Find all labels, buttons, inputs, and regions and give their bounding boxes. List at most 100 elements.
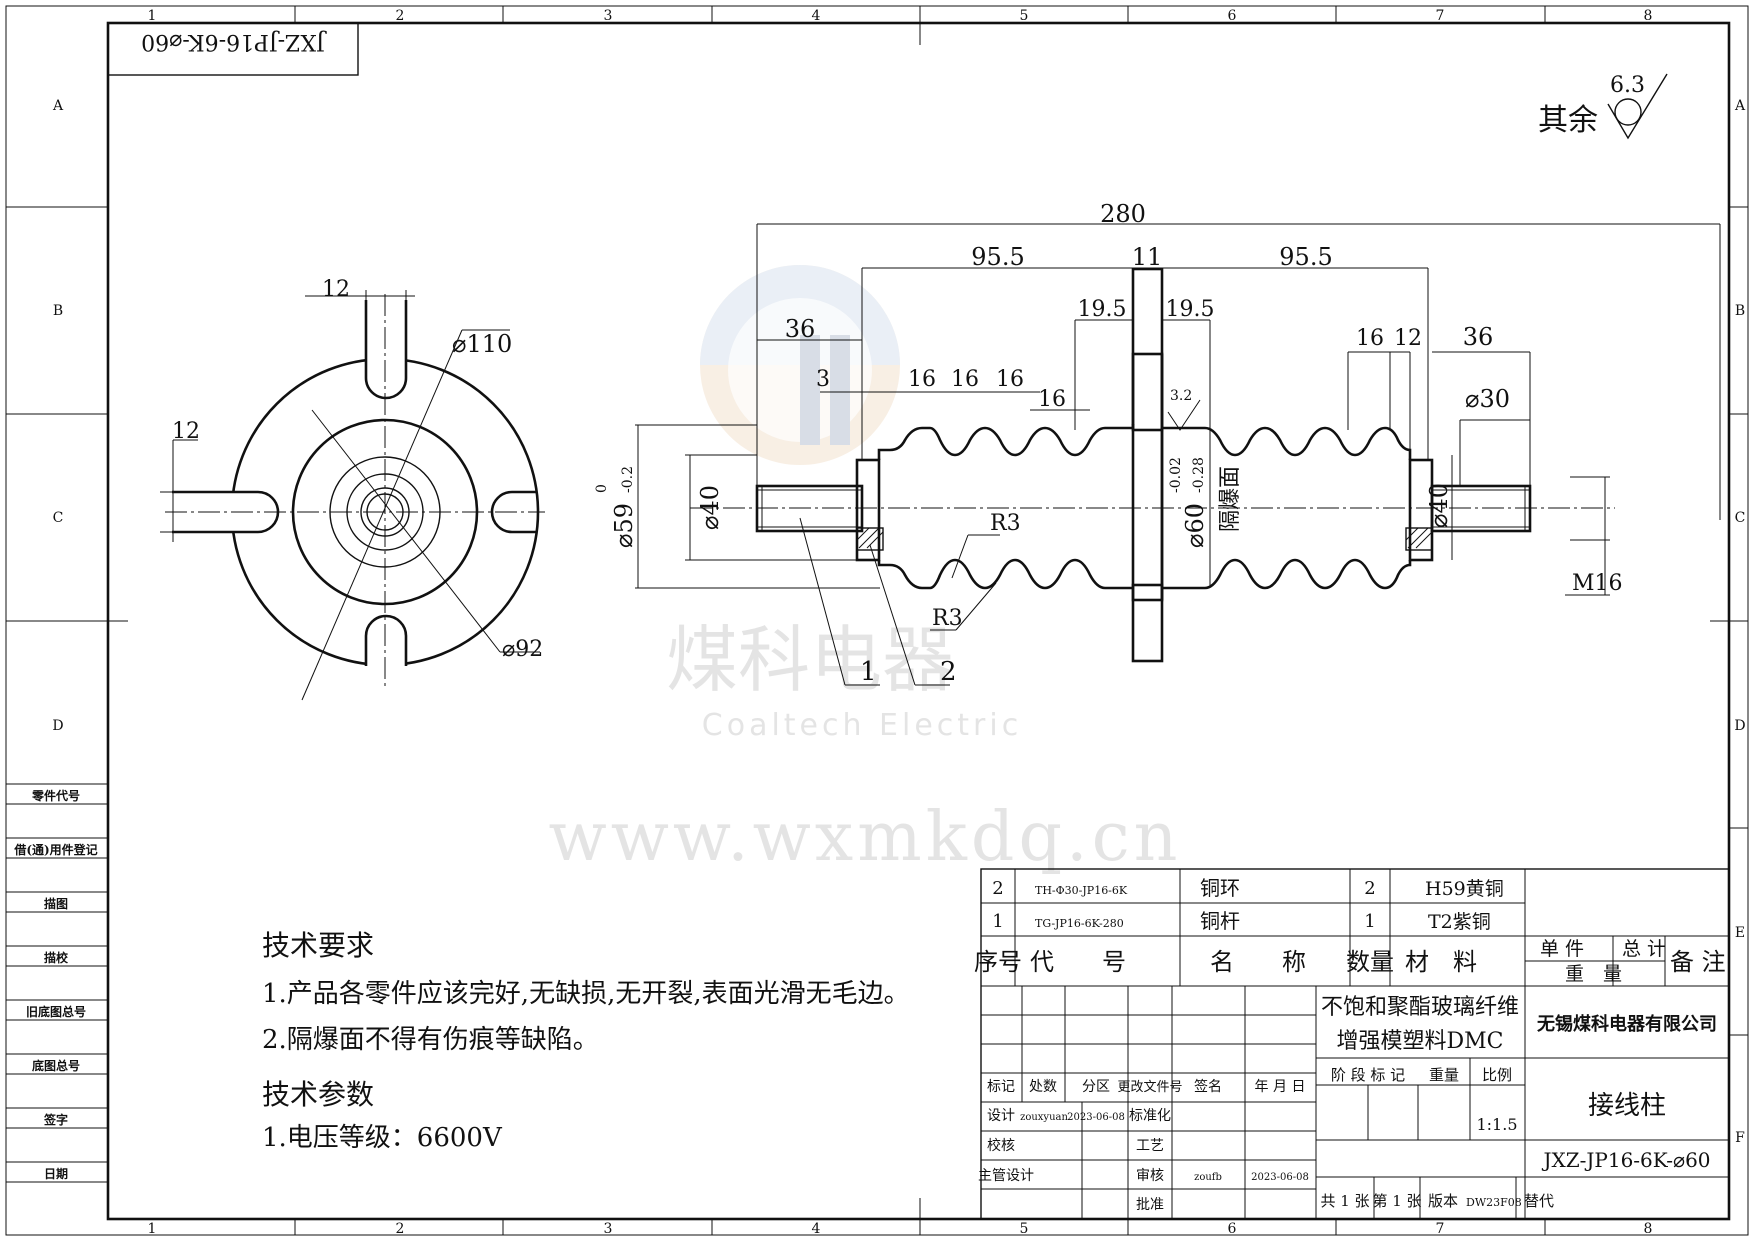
reviewer-name: zoufb [1194,1172,1222,1183]
register-label: 日期 [44,1166,68,1181]
end-view: 12 12 ⌀110 ⌀92 [160,277,545,701]
role-review: 审核 [1136,1168,1164,1184]
col-label: 6 [1228,1221,1237,1237]
dim-pitch: 16 [996,367,1024,392]
bom-material: T2紫铜 [1428,911,1491,933]
dim-dia-60-lower: -0.28 [1191,457,1207,493]
tech-req-item: 1.产品各零件应该完好,无缺损,无开裂,表面光滑无毛边。 [262,979,910,1009]
dim-dia-59: ⌀59 0 -0.2 [594,466,638,548]
register-label: 底图总号 [32,1058,80,1073]
bom-header-unit: 单 件 [1540,938,1584,960]
row-label: B [53,303,63,319]
balloon-1: 1 [860,657,877,687]
bom-header-material: 材 料 [1405,948,1477,976]
part-name: 接线柱 [1588,1091,1666,1121]
register-label: 借(通)用件登记 [13,842,97,857]
register-label: 签字 [43,1112,68,1127]
version-label: 版本 [1428,1192,1458,1210]
row-label: C [53,510,64,526]
bom-seq: 2 [992,878,1003,899]
bom-name: 铜杆 [1200,909,1240,933]
replace-label: 替代 [1524,1192,1554,1210]
title-block: 2 TH-Φ30-JP16-6K 铜环 2 H59黄铜 1 TG-JP16-6K… [974,868,1730,1220]
col-label: 1 [148,1221,157,1237]
role-design: 设计 [987,1108,1015,1124]
watermark-brand-en: Coaltech Electric [702,708,1022,743]
scale-value: 1:1.5 [1476,1115,1517,1134]
row-label: B [1735,303,1745,319]
role-chief: 主管设计 [978,1168,1034,1184]
watermark: 煤科电器 Coaltech Electric www.wxmkdq.cn [549,265,1177,877]
role-std: 标准化 [1129,1108,1171,1124]
bom-header-code: 代 号 [1030,948,1126,976]
row-label: A [1734,98,1746,114]
dim-dia-92: ⌀92 [502,637,543,662]
weight-label: 重量 [1429,1066,1459,1084]
code-stamp: JXZ-JP16-6K-⌀60 [107,22,359,76]
register-label: 描图 [44,896,68,911]
bom-material: H59黄铜 [1425,878,1504,900]
role-check: 校核 [987,1137,1015,1154]
col-label: 3 [604,8,613,24]
dim-slot-left: 12 [172,419,200,444]
bom-seq: 1 [992,911,1003,932]
dim-slot-top: 12 [322,277,350,302]
row-label: C [1735,510,1746,526]
dim-thread: M16 [1572,571,1623,596]
explosion-face-label: 隔爆面 [1218,466,1243,532]
dim-left-half: 95.5 [971,243,1024,271]
col-label: 4 [812,8,821,24]
dim-shoulder-left: 19.5 [1078,297,1127,322]
bom-header-qty: 数量 [1346,948,1394,976]
col-label: 3 [604,1221,613,1237]
rev-header: 更改文件号 [1117,1080,1182,1095]
dim-dia-30: ⌀30 [1465,385,1510,413]
role-process: 工艺 [1136,1138,1164,1154]
dim-pitch: 16 [908,367,936,392]
bom-qty: 1 [1364,911,1375,932]
col-label: 8 [1644,8,1653,24]
dim-dia-40-left: ⌀40 [696,485,724,530]
row-label: F [1735,1130,1745,1146]
row-label: A [52,98,64,114]
role-approve: 批准 [1136,1197,1164,1213]
dim-r3-lower: R3 [932,606,963,631]
dim-dia-40-right: ⌀40 [1425,483,1453,528]
drawing-number: JXZ-JP16-6K-⌀60 [1541,1148,1710,1172]
dim-groove: 3 [816,367,830,392]
row-label: E [1735,925,1745,941]
code-stamp-text: JXZ-JP16-6K-⌀60 [141,29,327,54]
local-roughness: 3.2 [1170,388,1192,404]
roughness-prefix: 其余 [1538,103,1598,138]
dim-pitch-right: 16 [1356,326,1384,351]
dim-right-half: 95.5 [1279,243,1332,271]
col-label: 7 [1436,1221,1445,1237]
col-label: 2 [396,8,405,24]
bom-qty: 2 [1364,878,1375,899]
dim-left-stud: 36 [785,315,816,343]
watermark-brand-cn: 煤科电器 [666,618,954,702]
dim-dia-60-text: ⌀60 [1181,503,1209,548]
dim-dia-60: ⌀60 -0.02 -0.28 [1168,457,1209,548]
register-label: 描校 [44,950,69,965]
dim-right-stud: 36 [1463,323,1494,351]
col-label: 5 [1020,1221,1029,1237]
row-label: D [1734,718,1745,734]
col-label: 4 [812,1221,821,1237]
company-name: 无锡煤科电器有限公司 [1537,1013,1717,1035]
dim-r3-upper: R3 [990,511,1021,536]
dim-shoulder-right: 19.5 [1166,297,1215,322]
rev-header: 标记 [987,1079,1015,1095]
bom-code: TH-Φ30-JP16-6K [1035,884,1128,897]
scale-label: 比例 [1482,1066,1512,1084]
bom-code: TG-JP16-6K-280 [1035,917,1124,930]
tech-param-title: 技术参数 [262,1078,374,1111]
bom-header-name: 名 称 [1210,948,1306,976]
col-label: 5 [1020,8,1029,24]
dim-pitch: 16 [1038,387,1066,412]
bom-header-total: 总 计 [1622,938,1666,960]
sheet-number: 第 1 张 [1372,1192,1421,1210]
register-label: 旧底图总号 [26,1004,86,1019]
review-date: 2023-06-08 [1251,1172,1309,1183]
